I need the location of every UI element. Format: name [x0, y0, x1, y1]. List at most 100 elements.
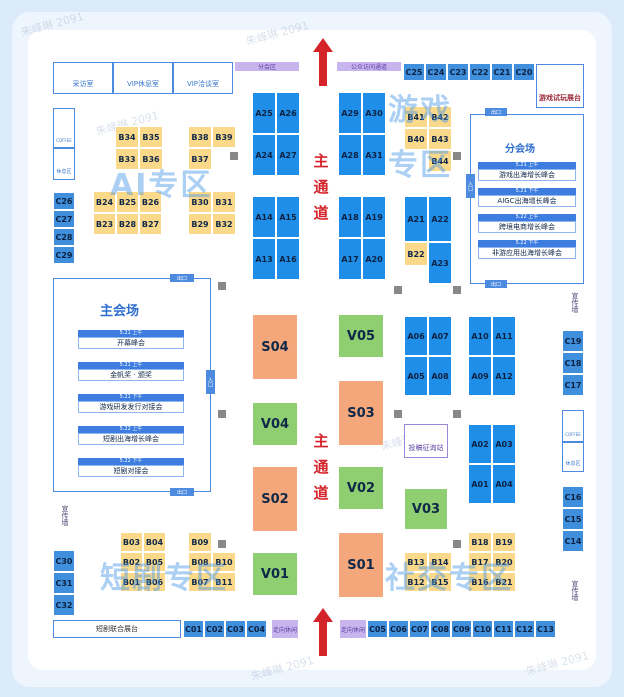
booth-a24[interactable]: A24 — [252, 134, 276, 176]
booth-a11[interactable]: A11 — [492, 316, 516, 356]
booth-a12[interactable]: A12 — [492, 356, 516, 396]
booth-c07[interactable]: C07 — [409, 620, 430, 638]
session-item[interactable]: 5.22 上午跨境电商增长峰会 — [478, 214, 576, 233]
coffee-area-right[interactable]: COFFEE — [562, 410, 584, 442]
booth-c26[interactable]: C26 — [53, 192, 75, 210]
booth-a15[interactable]: A15 — [276, 196, 300, 238]
booth-b40[interactable]: B40 — [404, 128, 428, 150]
booth-b12[interactable]: B12 — [404, 572, 428, 592]
booth-c13[interactable]: C13 — [535, 620, 556, 638]
booth-c12[interactable]: C12 — [514, 620, 535, 638]
booth-c19[interactable]: C19 — [562, 330, 584, 352]
booth-a05[interactable]: A05 — [404, 356, 428, 396]
booth-b34[interactable]: B34 — [115, 126, 139, 148]
booth-a17[interactable]: A17 — [338, 238, 362, 280]
booth-a20[interactable]: A20 — [362, 238, 386, 280]
booth-b07[interactable]: B07 — [188, 572, 212, 592]
booth-a14[interactable]: A14 — [252, 196, 276, 238]
booth-b04[interactable]: B04 — [143, 532, 166, 552]
booth-b26[interactable]: B26 — [139, 191, 162, 213]
session-item[interactable]: 5.22 下午短剧对接会 — [78, 458, 184, 477]
booth-b38[interactable]: B38 — [188, 126, 212, 148]
booth-c30[interactable]: C30 — [53, 550, 75, 572]
booth-c01[interactable]: C01 — [183, 620, 204, 638]
booth-b15[interactable]: B15 — [428, 572, 452, 592]
booth-b22[interactable]: B22 — [404, 242, 428, 266]
booth-a09[interactable]: A09 — [468, 356, 492, 396]
sub-hall-exit-top[interactable]: 出口 — [485, 108, 507, 116]
booth-a07[interactable]: A07 — [428, 316, 452, 356]
booth-a03[interactable]: A03 — [492, 424, 516, 464]
booth-b16[interactable]: B16 — [468, 572, 492, 592]
booth-c06[interactable]: C06 — [388, 620, 409, 638]
booth-s02[interactable]: S02 — [252, 466, 298, 532]
booth-b33[interactable]: B33 — [115, 148, 139, 170]
booth-c27[interactable]: C27 — [53, 210, 75, 228]
booth-c02[interactable]: C02 — [204, 620, 225, 638]
booth-b18[interactable]: B18 — [468, 532, 492, 552]
booth-c04[interactable]: C04 — [246, 620, 267, 638]
booth-c15[interactable]: C15 — [562, 508, 584, 530]
booth-a18[interactable]: A18 — [338, 196, 362, 238]
booth-a19[interactable]: A19 — [362, 196, 386, 238]
booth-c18[interactable]: C18 — [562, 352, 584, 374]
main-hall-exit-top[interactable]: 出口 — [170, 274, 194, 282]
booth-a04[interactable]: A04 — [492, 464, 516, 504]
sub-hall-exit-bottom[interactable]: 出口 — [485, 280, 507, 288]
booth-a06[interactable]: A06 — [404, 316, 428, 356]
main-hall-exit-bottom[interactable]: 出口 — [170, 488, 194, 496]
booth-a28[interactable]: A28 — [338, 134, 362, 176]
booth-b19[interactable]: B19 — [492, 532, 516, 552]
booth-v01[interactable]: V01 — [252, 552, 298, 596]
session-item[interactable]: 5.22 下午非游应用出海增长峰会 — [478, 240, 576, 259]
booth-c14[interactable]: C14 — [562, 530, 584, 552]
booth-s03[interactable]: S03 — [338, 380, 384, 446]
rest-area-right[interactable]: 休息区 — [562, 442, 584, 472]
booth-b05[interactable]: B05 — [143, 552, 166, 572]
booth-a31[interactable]: A31 — [362, 134, 386, 176]
booth-b42[interactable]: B42 — [428, 106, 452, 128]
room-interview[interactable]: 采访室 — [53, 62, 113, 94]
booth-b01[interactable]: B01 — [120, 572, 143, 592]
booth-a23[interactable]: A23 — [428, 242, 452, 284]
booth-v04[interactable]: V04 — [252, 402, 298, 446]
booth-b02[interactable]: B02 — [120, 552, 143, 572]
booth-b27[interactable]: B27 — [139, 213, 162, 235]
booth-c21[interactable]: C21 — [491, 63, 513, 81]
booth-c16[interactable]: C16 — [562, 486, 584, 508]
sub-hall-entrance[interactable]: 入口 — [466, 174, 475, 198]
session-item[interactable]: 5.21 上午开幕峰会 — [78, 330, 184, 349]
booth-b35[interactable]: B35 — [139, 126, 163, 148]
booth-a26[interactable]: A26 — [276, 92, 300, 134]
voting-station[interactable]: 投稿征询站 — [404, 424, 448, 458]
booth-c25[interactable]: C25 — [403, 63, 425, 81]
booth-a02[interactable]: A02 — [468, 424, 492, 464]
rest-area[interactable]: 休息区 — [53, 148, 75, 180]
booth-b21[interactable]: B21 — [492, 572, 516, 592]
booth-b03[interactable]: B03 — [120, 532, 143, 552]
booth-b06[interactable]: B06 — [143, 572, 166, 592]
booth-b36[interactable]: B36 — [139, 148, 163, 170]
booth-b25[interactable]: B25 — [116, 191, 139, 213]
booth-c08[interactable]: C08 — [430, 620, 451, 638]
booth-v02[interactable]: V02 — [338, 466, 384, 510]
booth-v03[interactable]: V03 — [404, 488, 448, 530]
room-vip-rest[interactable]: VIP休息室 — [113, 62, 173, 94]
shortdrama-joint-booth[interactable]: 短剧联合展台 — [53, 620, 181, 638]
booth-a10[interactable]: A10 — [468, 316, 492, 356]
booth-a22[interactable]: A22 — [428, 196, 452, 242]
booth-c09[interactable]: C09 — [451, 620, 472, 638]
main-hall-entrance[interactable]: 入口 — [206, 370, 215, 394]
main-hall[interactable] — [53, 278, 211, 492]
coffee-area[interactable]: COFFEE — [53, 108, 75, 148]
booth-c22[interactable]: C22 — [469, 63, 491, 81]
booth-b44[interactable]: B44 — [428, 150, 452, 172]
booth-b37[interactable]: B37 — [188, 148, 212, 170]
booth-a29[interactable]: A29 — [338, 92, 362, 134]
booth-c23[interactable]: C23 — [447, 63, 469, 81]
booth-b43[interactable]: B43 — [428, 128, 452, 150]
booth-b10[interactable]: B10 — [212, 552, 236, 572]
booth-b28[interactable]: B28 — [116, 213, 139, 235]
booth-b09[interactable]: B09 — [188, 532, 212, 552]
session-item[interactable]: 5.21 上午游戏出海增长峰会 — [478, 162, 576, 181]
